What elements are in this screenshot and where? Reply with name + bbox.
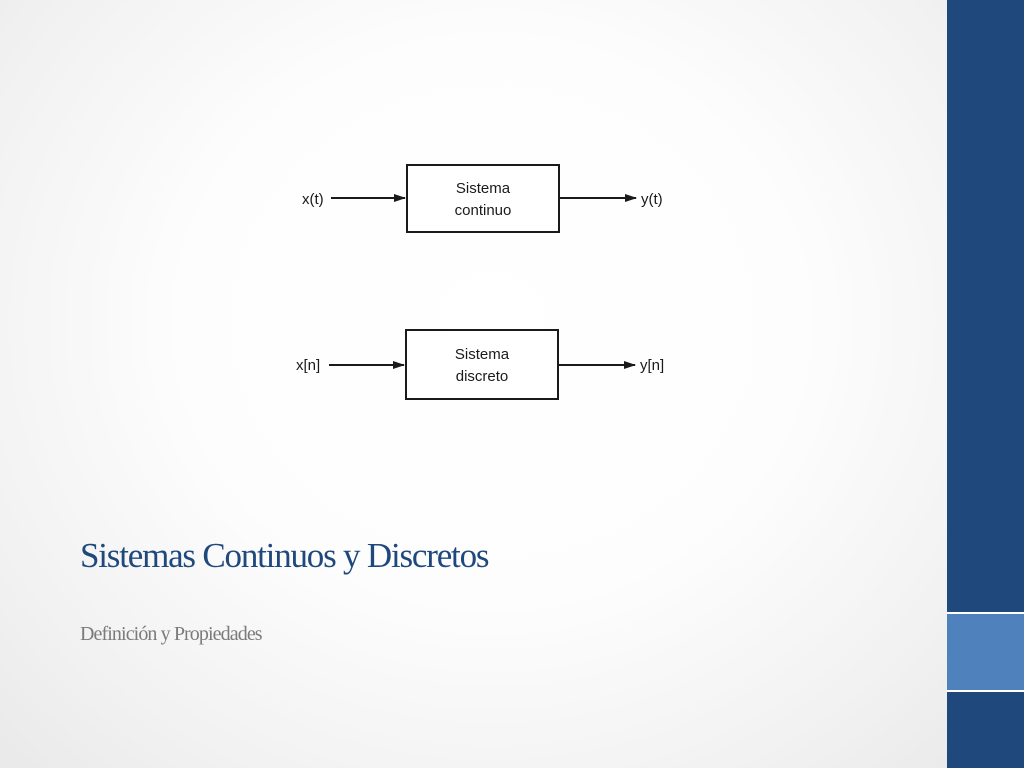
decorative-sidebar (947, 0, 1024, 768)
sidebar-band-top (947, 0, 1024, 612)
continuous-system-row: x(t) Sistema continuo y(t) (302, 164, 663, 233)
continuous-output-label: y(t) (641, 191, 663, 208)
sidebar-band-accent (947, 614, 1024, 690)
discrete-block-line1: Sistema (455, 346, 510, 363)
block-diagram: x(t) Sistema continuo y(t) x[n] Sistema … (296, 164, 664, 400)
continuous-input-label: x(t) (302, 191, 324, 208)
sidebar-band-bottom (947, 692, 1024, 768)
discrete-input-label: x[n] (296, 357, 320, 374)
discrete-system-block (405, 329, 559, 400)
continuous-block-line1: Sistema (456, 180, 511, 197)
continuous-block-line2: continuo (455, 202, 512, 219)
continuous-system-block (406, 164, 560, 233)
discrete-system-row: x[n] Sistema discreto y[n] (296, 329, 664, 400)
discrete-block-line2: discreto (456, 368, 509, 385)
slide-subtitle: Definición y Propiedades (80, 623, 263, 645)
slide-title: Sistemas Continuos y Discretos (80, 536, 490, 575)
discrete-output-label: y[n] (640, 357, 664, 374)
slide-canvas: x(t) Sistema continuo y(t) x[n] Sistema … (0, 0, 947, 768)
